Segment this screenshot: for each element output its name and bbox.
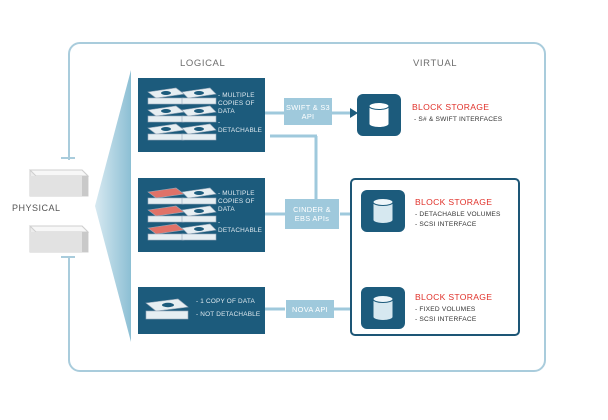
storage-feature: - FIXED VOLUMES	[415, 306, 476, 313]
physical-server-icon	[28, 169, 90, 197]
logical-box-text: - MULTIPLE COPIES OF DATA - DETACHABLE	[218, 92, 263, 135]
storage-title: BLOCK STORAGE	[415, 197, 493, 207]
storage-title: BLOCK STORAGE	[415, 292, 493, 302]
logical-box-swift: - MULTIPLE COPIES OF DATA - DETACHABLE	[138, 78, 265, 152]
storage-feature: - SCSI INTERFACE	[415, 316, 477, 323]
logical-box-cinder: - MULTIPLE COPIES OF DATA - DETACHABLE	[138, 178, 265, 252]
disk-stack-icon	[147, 187, 217, 241]
storage-feature: - S# & SWIFT INTERFACES	[414, 116, 503, 123]
frame-tick-bottom	[61, 256, 75, 258]
storage-feature: - DETACHABLE VOLUMES	[415, 211, 501, 218]
logical-header: LOGICAL	[180, 58, 226, 69]
frame-tick-top	[61, 157, 75, 159]
storage-icon-box	[361, 190, 405, 232]
physical-label: PHYSICAL	[12, 203, 61, 213]
virtual-header: VIRTUAL	[413, 58, 458, 69]
physical-server-icon	[28, 225, 90, 253]
api-label-swift-s3: SWIFT & S3 API	[284, 98, 332, 125]
cylinder-icon	[372, 295, 394, 321]
api-label-cinder-ebs: CINDER & EBS APIs	[285, 199, 339, 229]
disk-icon	[145, 298, 189, 320]
api-label-nova: NOVA API	[286, 300, 334, 318]
storage-feature: - SCSI INTERFACE	[415, 221, 477, 228]
storage-icon-box	[357, 94, 401, 136]
cylinder-icon	[372, 198, 394, 224]
storage-title: BLOCK STORAGE	[412, 102, 490, 112]
cylinder-icon	[368, 102, 390, 128]
virtual-volumes-frame	[350, 178, 520, 336]
funnel-wedge	[95, 70, 131, 342]
logical-box-text: - MULTIPLE COPIES OF DATA - DETACHABLE	[218, 190, 263, 235]
disk-stack-icon	[147, 87, 217, 141]
logical-box-nova: - 1 COPY OF DATA - NOT DETACHABLE	[138, 287, 265, 334]
logical-box-text: - 1 COPY OF DATA - NOT DETACHABLE	[196, 298, 261, 318]
storage-icon-box	[361, 287, 405, 329]
